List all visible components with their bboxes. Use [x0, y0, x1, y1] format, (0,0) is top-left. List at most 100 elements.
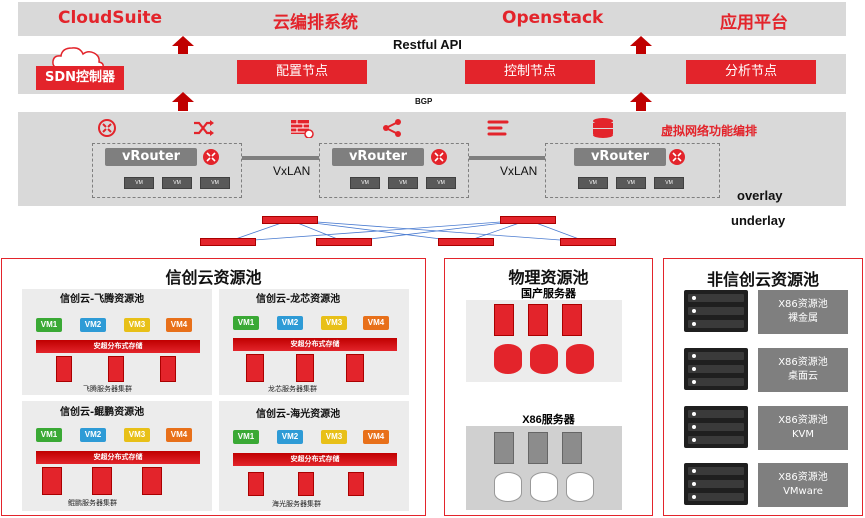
vm-box: VM: [124, 177, 154, 189]
vm-box: VM: [426, 177, 456, 189]
spine-switch: [500, 216, 556, 224]
vm-box: VM: [200, 177, 230, 189]
disk-icon: [494, 472, 522, 502]
vm-box: VM: [578, 177, 608, 189]
rack-icon: [684, 290, 748, 332]
x86-server-label: X86服务器: [522, 414, 575, 426]
router-icon: [98, 119, 116, 137]
up-arrow-icon: [172, 36, 194, 55]
server-icon: [348, 472, 364, 496]
nonxinchuang-title: 非信创云资源池: [706, 270, 819, 289]
vm-badge: VM1: [36, 318, 62, 332]
vm-badge: VM4: [363, 316, 389, 330]
underlay-mesh: [226, 219, 588, 243]
orchestration-label: 云编排系统: [273, 13, 358, 33]
server-icon: [528, 432, 548, 464]
underlay-label: underlay: [731, 213, 786, 228]
x86-pool-box: X86资源池 VMware: [758, 463, 848, 507]
server-icon: [528, 304, 548, 336]
vm-badge: VM2: [277, 430, 303, 444]
leaf-switch: [438, 238, 494, 246]
cloudsuite-label: CloudSuite: [58, 8, 163, 28]
up-arrow-icon: [630, 92, 652, 111]
vm-badge: VM2: [80, 318, 106, 332]
disk-icon: [494, 344, 522, 374]
server-icon: [56, 356, 72, 382]
server-icon: [494, 304, 514, 336]
up-arrow-icon: [172, 92, 194, 111]
restful-api-label: Restful API: [393, 37, 462, 52]
physical-title: 物理资源池: [508, 268, 589, 287]
server-icon: [494, 432, 514, 464]
analysis-node: 分析节点: [686, 60, 816, 84]
disk-icon: [566, 472, 594, 502]
cluster-label: 鲲鹏服务器集群: [68, 499, 117, 507]
pool-title: 信创云-飞腾资源池: [60, 294, 145, 305]
vm-badge: VM1: [233, 316, 259, 330]
disk-icon: [530, 344, 558, 374]
firewall-icon: [291, 120, 314, 138]
cluster-label: 海光服务器集群: [272, 500, 321, 508]
router-icon: [431, 149, 447, 165]
vxlan-label: VxLAN: [273, 164, 311, 178]
vm-badge: VM3: [321, 316, 347, 330]
spine-switch: [262, 216, 318, 224]
domestic-server-label: 国产服务器: [521, 288, 576, 300]
vm-box: VM: [654, 177, 684, 189]
pool-title: 信创云-海光资源池: [256, 409, 341, 420]
vm-badge: VM4: [166, 318, 192, 332]
vm-badge: VM3: [321, 430, 347, 444]
vrouter-label: vRouter: [105, 148, 197, 166]
vm-box: VM: [350, 177, 380, 189]
router-icon: [669, 149, 685, 165]
server-icon: [562, 304, 582, 336]
distributed-storage: 安超分布式存储: [233, 453, 397, 466]
distributed-storage: 安超分布式存储: [36, 340, 200, 353]
rack-icon: [684, 348, 748, 390]
shuffle-icon: [194, 120, 214, 136]
bgp-label: BGP: [415, 97, 433, 106]
vm-box: VM: [162, 177, 192, 189]
pool-line: X86资源池: [778, 472, 828, 483]
vrouter-label: vRouter: [574, 148, 666, 166]
cluster-label: 飞腾服务器集群: [83, 385, 132, 393]
x86-pool-box: X86资源池 桌面云: [758, 348, 848, 392]
x86-pool-box: X86资源池 裸金属: [758, 290, 848, 334]
physical-panel: [444, 258, 653, 516]
pool-line: X86资源池: [778, 415, 828, 426]
cloud-icon: [52, 47, 104, 69]
share-icon: [383, 119, 401, 137]
nfv-label: 虚拟网络功能编排: [661, 124, 758, 138]
distributed-storage: 安超分布式存储: [36, 451, 200, 464]
vxlan-link: [242, 156, 319, 160]
pool-line: VMware: [783, 486, 823, 497]
nonxinchuang-panel: [663, 258, 863, 516]
pool-line: X86资源池: [778, 299, 828, 310]
server-icon: [42, 467, 62, 495]
server-icon: [160, 356, 176, 382]
vm-badge: VM2: [277, 316, 303, 330]
xinchuang-title: 信创云资源池: [165, 268, 262, 287]
openstack-label: Openstack: [502, 8, 604, 28]
config-node: 配置节点: [237, 60, 367, 84]
server-icon: [246, 354, 264, 382]
overlay-label: overlay: [737, 188, 783, 203]
vxlan-label: VxLAN: [500, 164, 538, 178]
pool-line: X86资源池: [778, 357, 828, 368]
leaf-switch: [200, 238, 256, 246]
server-icon: [562, 432, 582, 464]
vm-badge: VM1: [36, 428, 62, 442]
pool-line: 桌面云: [788, 371, 818, 382]
vrouter-group: [319, 143, 469, 198]
server-icon: [346, 354, 364, 382]
disk-icon: [566, 344, 594, 374]
vxlan-link: [469, 156, 545, 160]
rack-icon: [684, 406, 748, 448]
pool-title: 信创云-龙芯资源池: [256, 294, 341, 305]
vm-box: VM: [616, 177, 646, 189]
app-platform-label: 应用平台: [720, 13, 788, 33]
vrouter-label: vRouter: [332, 148, 424, 166]
server-icon: [298, 472, 314, 496]
server-icon: [92, 467, 112, 495]
pool-title: 信创云-鲲鹏资源池: [60, 407, 145, 418]
